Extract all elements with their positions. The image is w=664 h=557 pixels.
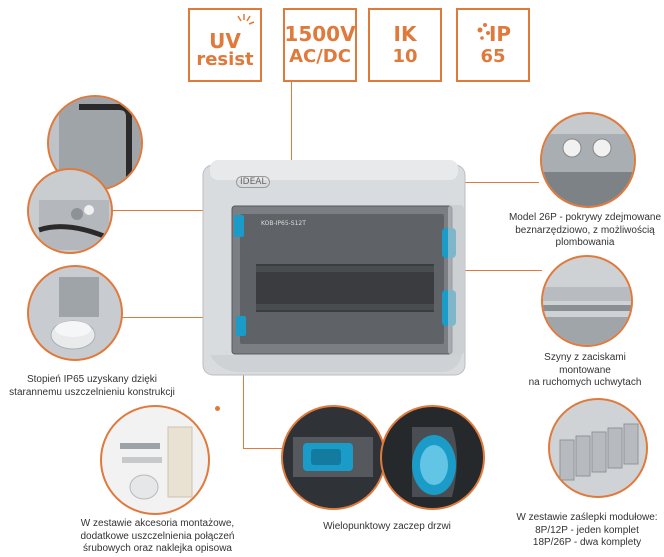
ip-badge: IP 65 [456, 8, 530, 82]
sun-icon [237, 14, 255, 25]
connector-line [102, 317, 238, 318]
caption-door-latch: Wielopunktowy zaczep drzwi [323, 521, 451, 532]
ip-label: IP [488, 22, 512, 46]
detail-door-latch-right [380, 405, 485, 510]
caption-module-blanks: W zestawie zaślepki modułowe: 8P/12P - j… [516, 512, 658, 548]
connector-line [243, 448, 283, 449]
detail-ip65-seal [27, 265, 123, 361]
screw-illustration [38, 200, 111, 250]
connector-line [98, 210, 216, 211]
uv-resist-badge: UV resist [188, 8, 262, 82]
latch-handle-illustration [412, 427, 457, 497]
cover-screws-illustration [542, 134, 634, 206]
water-drops-icon [477, 23, 490, 40]
caption-covers: Model 26P - pokrywy zdejmowane beznarzęd… [508, 212, 662, 248]
resist-label: resist [196, 49, 254, 70]
ik-badge: IK 10 [368, 8, 442, 82]
uv-label: UV [209, 29, 241, 53]
detail-door-latch-left [281, 405, 386, 510]
voltage-label: 1500V [284, 22, 356, 46]
caption-accessories: W zestawie akcesoria montażowe, dodatkow… [80, 518, 235, 554]
ik-label: IK [393, 22, 417, 46]
detail-covers-right-top [540, 112, 636, 208]
detail-rails-right-middle [541, 255, 633, 347]
detail-screw-seal [27, 168, 113, 254]
connector-line [243, 330, 244, 448]
caption-ip65: Stopień IP65 uzyskany dzięki starannemu … [9, 374, 175, 398]
voltage-badge: 1500V AC/DC [283, 8, 357, 82]
brand-logo: IDEAL [236, 176, 271, 188]
connector-line [433, 182, 539, 183]
accessories-illustration [120, 426, 193, 500]
acdc-label: AC/DC [289, 46, 351, 67]
connector-dot [215, 406, 220, 411]
seal-cap-illustration [50, 277, 99, 350]
detail-accessories [100, 405, 210, 515]
module-blanks-illustration [559, 423, 639, 481]
detail-module-blanks [548, 398, 648, 498]
ip-value: 65 [480, 46, 506, 67]
ik-value: 10 [392, 46, 418, 67]
model-plate: KOB-IP65-S12T [261, 220, 306, 227]
latch-illustration [293, 437, 373, 477]
din-rail-illustration [543, 287, 631, 345]
connector-line [291, 82, 292, 186]
caption-rails: Szyny z zaciskami montowane na ruchomych… [528, 352, 642, 388]
seal-gasket-illustration [59, 97, 141, 189]
